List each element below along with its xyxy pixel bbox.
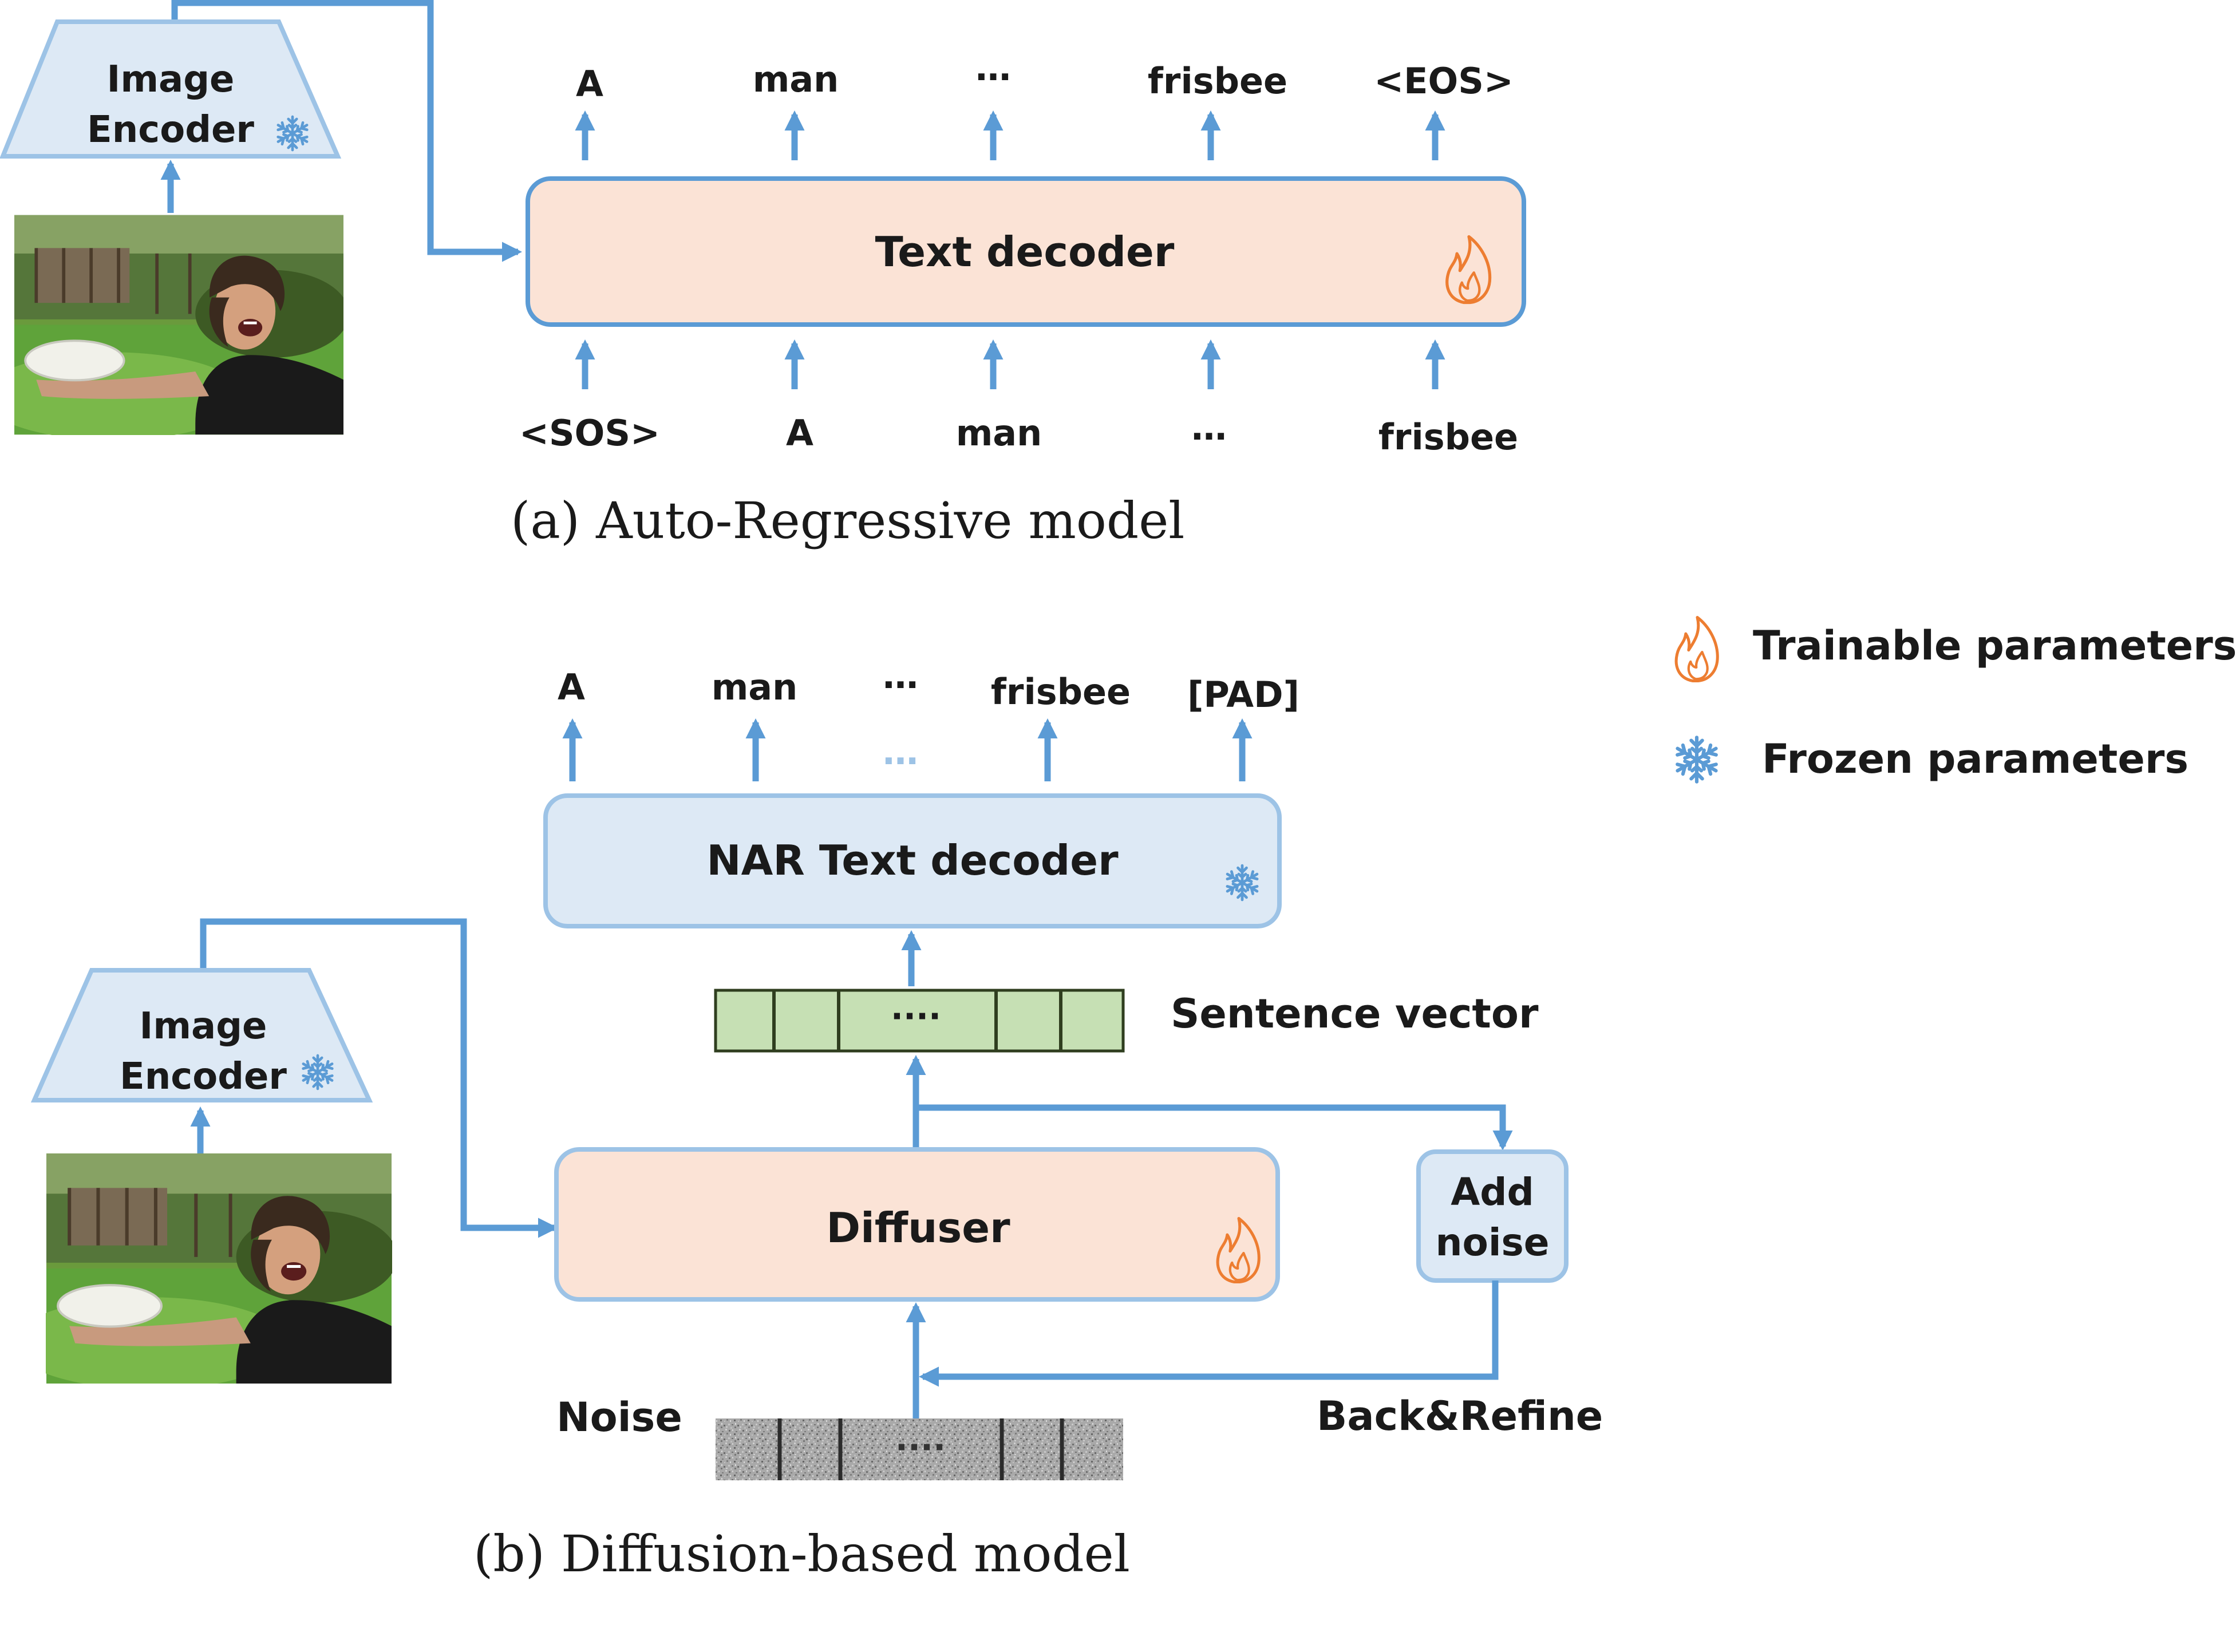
input-token: <SOS> — [519, 412, 660, 454]
diffuser-label: Diffuser — [826, 1204, 1010, 1252]
input-image-a — [0, 215, 349, 440]
vector-to-add-noise-arrow — [916, 1104, 1513, 1151]
decoder-output-arrows-a — [575, 110, 1445, 160]
image-encoder-a — [0, 19, 342, 159]
noise-label: Noise — [556, 1394, 682, 1441]
nar-output-token: [PAD] — [1187, 674, 1299, 716]
input-token: … — [1191, 406, 1227, 448]
legend: Trainable parameters Frozen parameters — [1675, 618, 2237, 782]
noise-vector-dots: ···· — [895, 1428, 946, 1467]
image-encoder-a-label-line1: Image — [107, 58, 235, 101]
snowflake-icon — [1675, 737, 1719, 781]
output-token: A — [576, 63, 603, 105]
input-token: man — [956, 412, 1042, 454]
input-token: A — [786, 412, 813, 454]
caption-a: (a) Auto-Regressive model — [511, 491, 1184, 550]
diffuser-box — [554, 1147, 1280, 1302]
sentence-vector-dots: ···· — [891, 997, 941, 1036]
nar-text-decoder-label: NAR Text decoder — [706, 836, 1119, 884]
nar-output-arrows — [562, 718, 1253, 781]
image-encoder-b-label-line1: Image — [140, 1005, 267, 1048]
input-token: frisbee — [1378, 416, 1518, 458]
image-encoder-a-label-line2: Encoder — [87, 109, 254, 151]
nar-output-token: … — [883, 655, 918, 697]
sentence-vector-label: Sentence vector — [1171, 990, 1539, 1037]
input-image-b — [12, 1153, 397, 1389]
nar-output-token: frisbee — [991, 671, 1131, 713]
nar-text-decoder-box — [543, 793, 1282, 928]
text-decoder-box — [526, 176, 1526, 327]
decoder-input-arrows-a — [575, 339, 1445, 389]
legend-trainable-label: Trainable parameters — [1753, 622, 2237, 669]
panel-b-diffusion: Image Encoder NAR Text decoder … A man …… — [12, 655, 1603, 1583]
back-refine-label: Back&Refine — [1317, 1393, 1603, 1440]
caption-b: (b) Diffusion-based model — [473, 1524, 1130, 1583]
panel-a-auto-regressive: Image Encoder Text decoder A man … frisb… — [0, 0, 1526, 550]
noise-vector — [716, 1418, 1123, 1480]
nar-output-token: A — [558, 666, 585, 708]
back-refine-arrow — [918, 1281, 1499, 1387]
flame-icon — [1676, 618, 1717, 681]
output-token: man — [753, 58, 839, 100]
output-token: … — [975, 47, 1011, 89]
text-decoder-label: Text decoder — [875, 228, 1175, 276]
output-token: <EOS> — [1374, 60, 1514, 102]
add-noise-label-line1: Add — [1451, 1170, 1534, 1214]
output-token: frisbee — [1148, 60, 1287, 102]
nar-output-token: man — [712, 666, 798, 708]
image-encoder-b — [30, 968, 373, 1102]
image-encoder-b-label-line2: Encoder — [120, 1056, 287, 1098]
sentence-vector — [714, 989, 1125, 1053]
legend-frozen-label: Frozen parameters — [1762, 736, 2188, 782]
encoder-to-diffuser-arrow — [200, 918, 559, 1238]
nar-mid-dots: … — [883, 731, 918, 773]
add-noise-label-line2: noise — [1436, 1220, 1550, 1264]
